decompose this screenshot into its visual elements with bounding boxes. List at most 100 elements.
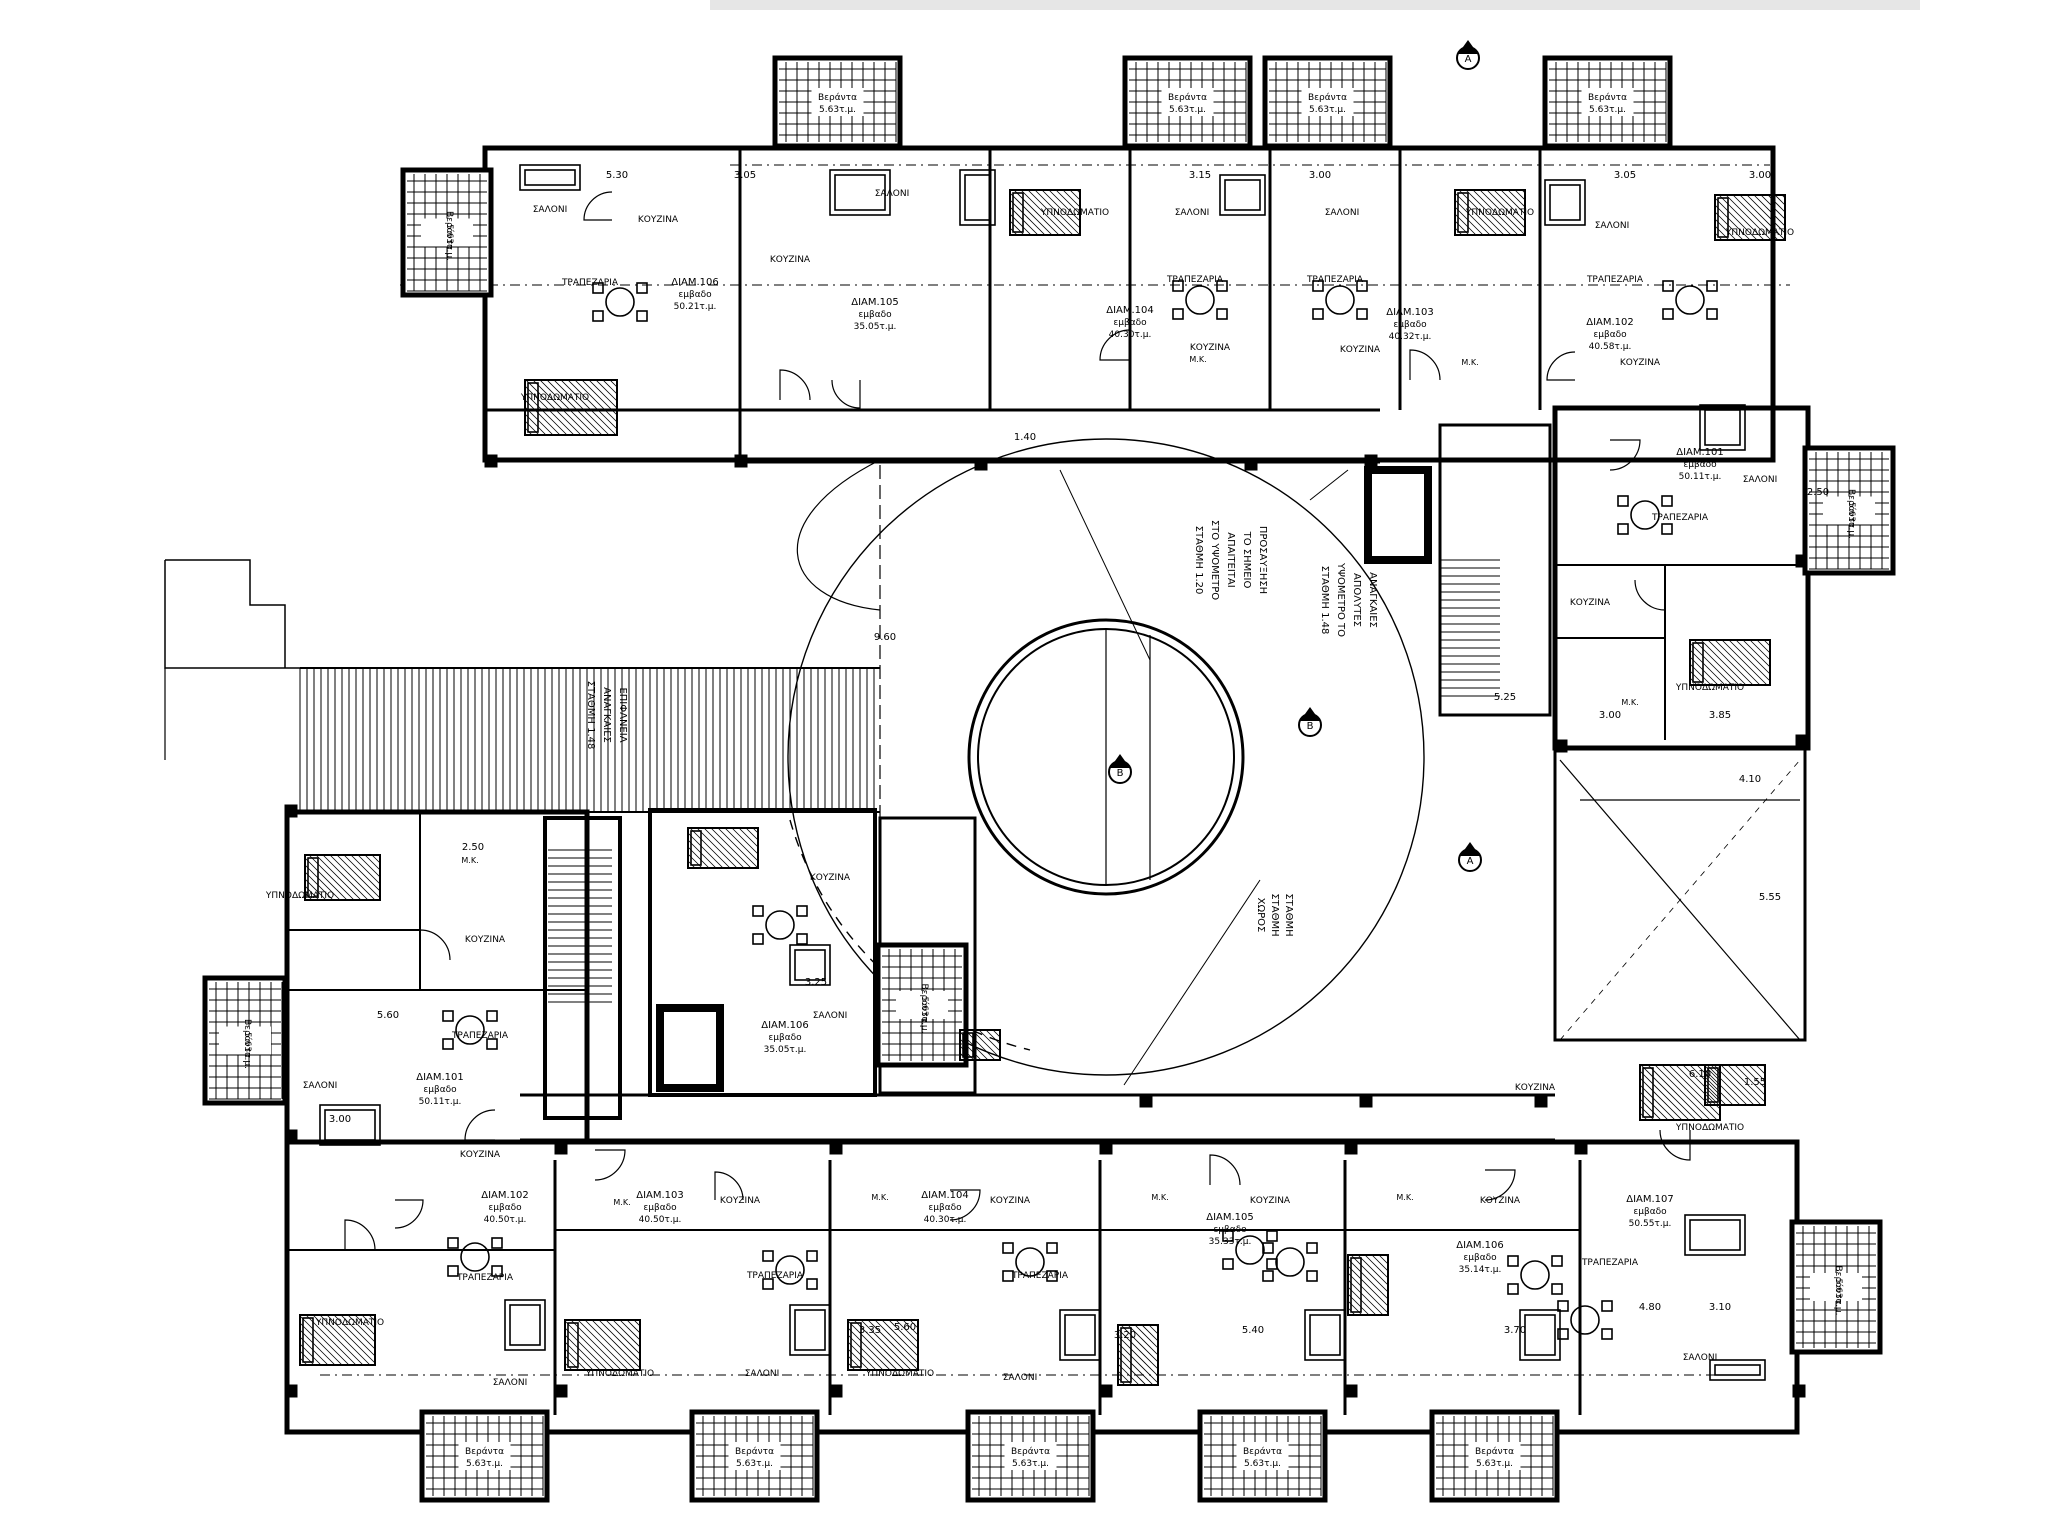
balcony-label-bg	[421, 218, 473, 247]
plan-line	[1741, 1064, 1766, 1089]
sofa-frame	[1304, 1309, 1346, 1361]
room-label-kitchen: ΚΟΥΖΙΝΑ	[1190, 343, 1231, 353]
balcony	[965, 1409, 1096, 1503]
chair	[762, 1250, 774, 1262]
sofa-seat	[794, 1309, 826, 1351]
room-label-bedroom: ΥΠΝΟΔΩΜΑΤΙΟ	[1465, 208, 1534, 218]
balcony-area: 5.63τ.μ.	[1589, 105, 1626, 115]
plan-line	[602, 379, 618, 395]
plan-line	[971, 1029, 1001, 1059]
plan-line	[633, 1319, 641, 1327]
plan-line	[1309, 469, 1349, 501]
column	[829, 1384, 843, 1398]
plan-line	[539, 379, 596, 436]
plan-line	[1458, 189, 1505, 236]
pillow	[1707, 1067, 1719, 1103]
balcony-label-bg	[1004, 1442, 1057, 1470]
chair	[1266, 1230, 1278, 1242]
dimension-label: 3.00	[329, 1114, 351, 1125]
pillow	[850, 1322, 862, 1368]
plan-line	[609, 379, 618, 388]
plan-line	[689, 827, 731, 869]
door-swing	[594, 1149, 626, 1181]
sofa-seat	[1224, 179, 1261, 211]
apartment-area-label: εμβαδο	[423, 1085, 457, 1095]
plan-line	[1347, 1286, 1377, 1316]
sofa	[1304, 1309, 1346, 1361]
balcony-label-bg	[458, 1442, 511, 1470]
plan-line	[1059, 469, 1151, 661]
plan-line	[1725, 194, 1772, 241]
marker-letter: B	[1117, 768, 1124, 779]
plan-line	[1117, 1335, 1159, 1377]
balcony-title: Βεράντα	[1308, 93, 1347, 103]
chair	[636, 282, 648, 294]
bed-frame	[1347, 1254, 1389, 1316]
room-label-kitchen: ΚΟΥΖΙΝΑ	[1620, 358, 1661, 368]
dining-table	[447, 1237, 503, 1277]
dimension-label: 6.10	[1689, 1069, 1711, 1080]
plan-line	[1774, 194, 1786, 206]
bed	[1454, 189, 1526, 236]
room-label-living: ΣΑΛΟΝΙ	[1595, 221, 1629, 231]
plan-line	[1739, 194, 1786, 241]
plan-line	[1728, 639, 1771, 682]
chair	[1046, 1242, 1058, 1254]
plan-line	[564, 1334, 601, 1371]
plaza-curve	[796, 459, 881, 611]
sofa-seat	[524, 169, 576, 186]
door-swing	[394, 1199, 424, 1229]
plan-line	[1714, 197, 1758, 241]
elevator-right	[1364, 466, 1432, 564]
plan-line	[902, 1319, 919, 1336]
plan-line	[524, 385, 575, 436]
section-marker	[1298, 707, 1322, 737]
balcony-area: 5.63τ.μ.	[819, 105, 856, 115]
apartment-area: 35.14τ.μ.	[1459, 1265, 1502, 1275]
plan-line	[564, 1320, 615, 1371]
balcony-area: 5.63τ.μ.	[1476, 1459, 1513, 1469]
sofa-seat	[1704, 409, 1741, 446]
apartment-name: ΔΙΑΜ.104	[1106, 305, 1154, 316]
chair	[1002, 1242, 1014, 1254]
apartment-area-label: εμβαδο	[1463, 1253, 1497, 1263]
plan-line	[1117, 1349, 1154, 1386]
plan-line	[687, 839, 717, 869]
viewer-top-scrollbar[interactable]	[710, 0, 1920, 10]
column	[1364, 454, 1378, 468]
plan-line	[340, 1314, 376, 1350]
plan-line	[1732, 194, 1779, 241]
plan-line	[378, 854, 381, 857]
chair	[592, 282, 604, 294]
sofa-seat	[1549, 184, 1581, 221]
room-label-bath: Μ.Κ.	[461, 856, 478, 865]
plan-line	[1640, 1064, 1697, 1121]
door-swing	[1209, 1154, 1241, 1186]
plan-line	[1727, 1064, 1766, 1103]
balcony-title: Βεράντα	[1475, 1447, 1514, 1457]
plan-line	[1009, 206, 1039, 236]
column	[1099, 1141, 1113, 1155]
door-swing	[1546, 351, 1576, 381]
sofa	[1684, 1214, 1746, 1256]
balcony-label-bg	[219, 1026, 271, 1055]
plan-line	[525, 379, 582, 436]
bed	[1689, 639, 1771, 686]
balcony-area: 5.63τ.μ.	[1012, 1459, 1049, 1469]
plan-line	[1753, 194, 1786, 227]
room-label-living: ΣΑΛΟΝΙ	[1003, 1373, 1037, 1383]
plan-line	[553, 379, 610, 436]
balcony	[1262, 55, 1393, 149]
dimension-label: 3.35	[859, 1325, 881, 1336]
pillow	[1120, 1327, 1132, 1383]
plan-line	[532, 379, 589, 436]
plan-line	[888, 1319, 919, 1350]
apartment-name: ΔΙΑΜ.107	[1626, 1194, 1674, 1205]
room-label-bath: Μ.Κ.	[871, 1193, 888, 1202]
chair	[796, 933, 808, 945]
plan-line	[524, 399, 561, 436]
plan-line	[909, 1319, 919, 1329]
room-label-bedroom: ΥΠΝΟΔΩΜΑΤΙΟ	[585, 1369, 654, 1379]
chair	[1706, 308, 1718, 320]
sofa-frame	[959, 169, 996, 226]
